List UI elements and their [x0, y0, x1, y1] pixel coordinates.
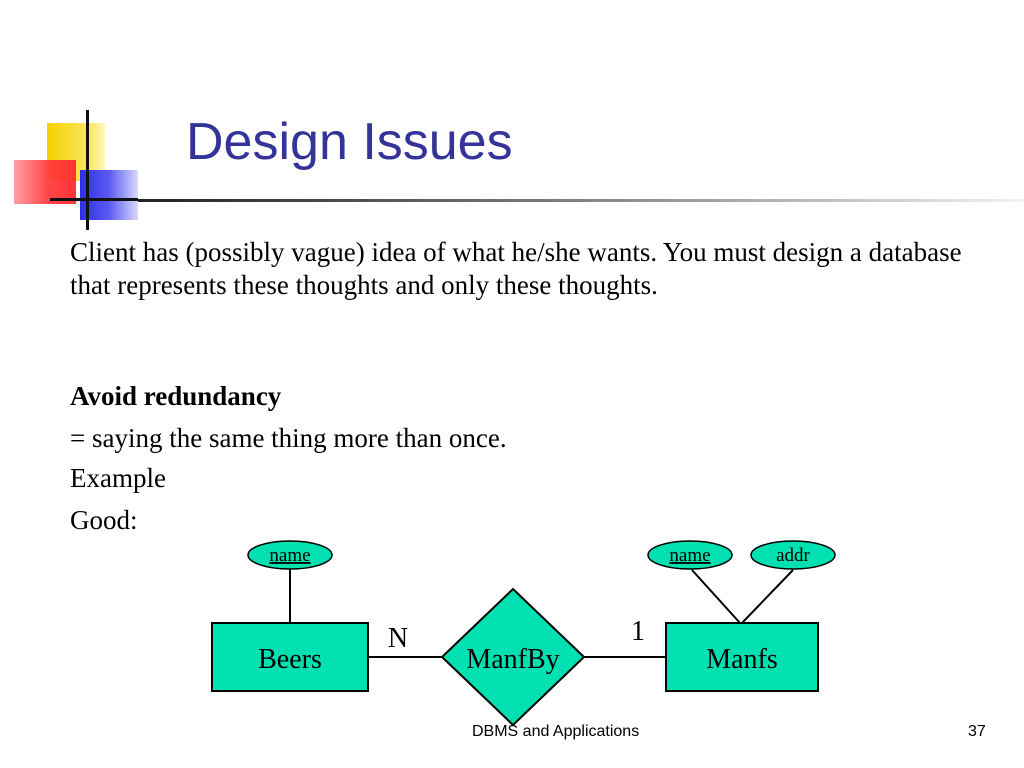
attribute-label: name	[269, 545, 310, 566]
logo-blue-square	[80, 170, 138, 220]
title-divider	[138, 199, 1024, 202]
cardinality-1: 1	[631, 616, 645, 647]
avoid-redundancy-heading: Avoid redundancy	[70, 381, 282, 411]
relationship-label: ManfBy	[466, 644, 559, 675]
slide-title: Design Issues	[186, 113, 513, 171]
good-label: Good:	[70, 505, 138, 535]
footer-course: DBMS and Applications	[472, 723, 640, 740]
page-number: 37	[968, 723, 986, 740]
entity-manfs: Manfs	[665, 622, 819, 692]
redundancy-definition: = saying the same thing more than once.	[70, 423, 507, 453]
entity-label: Beers	[258, 644, 322, 675]
attribute-manfs-addr: addr	[750, 540, 836, 570]
entity-label: Manfs	[706, 644, 778, 675]
connector-manfs-addr	[741, 569, 794, 624]
attribute-label: addr	[776, 545, 810, 566]
logo-red-square	[14, 160, 76, 204]
example-label: Example	[70, 463, 166, 493]
relationship-manfby: ManfBy	[440, 587, 586, 727]
attribute-beers-name: name	[247, 540, 333, 570]
logo-horizontal-line	[50, 198, 138, 201]
attribute-label: name	[669, 545, 710, 566]
attribute-manfs-name: name	[647, 540, 733, 570]
connector-manfs-name	[691, 569, 741, 624]
intro-paragraph: Client has (possibly vague) idea of what…	[70, 237, 962, 300]
logo-vertical-line	[86, 110, 89, 230]
entity-beers: Beers	[211, 622, 369, 692]
cardinality-n: N	[388, 623, 408, 654]
